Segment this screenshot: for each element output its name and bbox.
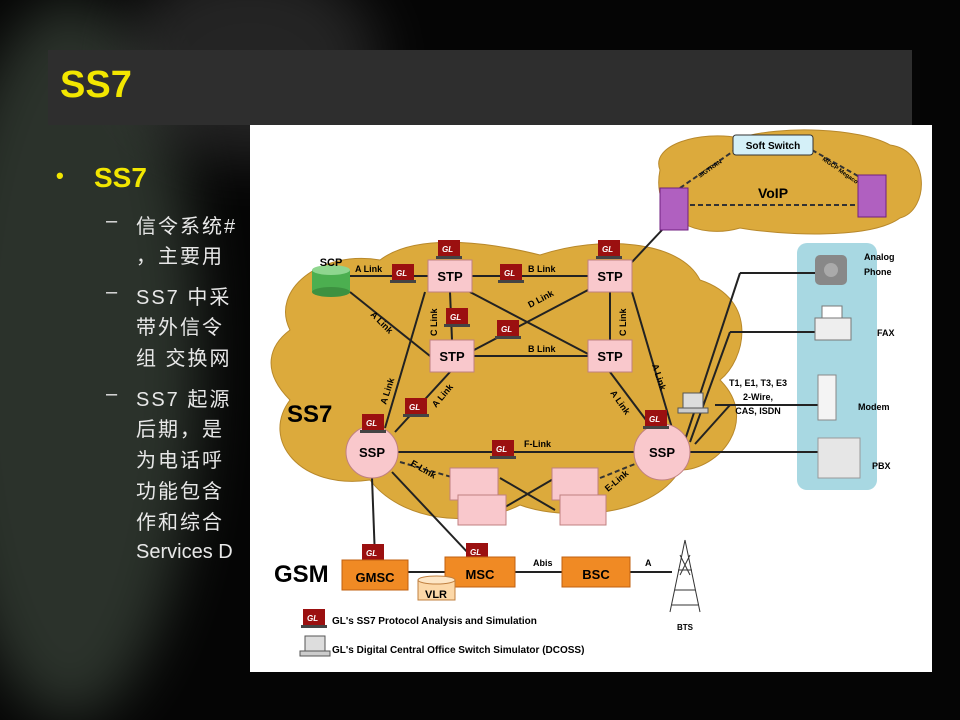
sub-bullet-dash: – — [106, 383, 118, 405]
stp-label: STP — [597, 269, 623, 284]
ssp-label: SSP — [649, 445, 675, 460]
ss7-network-diagram: Soft Switch SIGTRAN MGCP Megaco VoIP SCP… — [250, 125, 932, 672]
endpoints-panel — [797, 243, 877, 490]
sub-bullet-dash: – — [106, 281, 118, 303]
b-link-label: B Link — [528, 344, 556, 354]
bts-label: BTS — [677, 623, 694, 632]
gl-icon: GL — [470, 548, 481, 557]
bullet-dot: • — [56, 163, 64, 188]
body-text-line: 作和综合 — [136, 512, 224, 534]
body-text-line: 信令系统# — [136, 216, 238, 238]
pbx-label: PBX — [872, 461, 891, 471]
modem-label: Modem — [858, 402, 890, 412]
gsm-nodes — [341, 556, 631, 591]
dashed-links — [399, 149, 866, 479]
legend-gl-text: GL's SS7 Protocol Analysis and Simulatio… — [332, 616, 537, 627]
analog-phone-icon — [815, 255, 847, 285]
body-text-line: SS7 中采 — [136, 287, 232, 309]
stp-label: STP — [597, 349, 623, 364]
link-lines — [349, 229, 820, 573]
gl-icon: GL — [409, 403, 420, 412]
interface-label: 2-Wire, — [743, 392, 773, 402]
voip-label: VoIP — [758, 185, 788, 201]
soft-switch-label: Soft Switch — [746, 141, 800, 152]
gl-icon: GL — [649, 415, 660, 424]
ss7-label: SS7 — [287, 401, 332, 428]
vlr-database-icon — [417, 575, 456, 601]
gl-icon: GL — [501, 325, 512, 334]
scp-database-icon — [312, 265, 350, 297]
gl-icon: GL — [496, 445, 507, 454]
gl-icon: GL — [602, 245, 613, 254]
body-text-line: 后期，是 — [136, 419, 224, 441]
analog-phone-label: Phone — [864, 267, 892, 277]
stp-label: STP — [437, 269, 463, 284]
c-link-label: C Link — [429, 308, 439, 336]
body-text-line: Services D — [136, 541, 233, 563]
bts-tower-icon — [669, 539, 701, 613]
analog-phone-label: Analog — [864, 252, 895, 262]
body-text-line: 组 交换网 — [136, 348, 232, 370]
fax-icon — [814, 305, 852, 341]
ssp-label: SSP — [359, 445, 385, 460]
bsc-label: BSC — [582, 567, 610, 582]
slide-title: SS7 — [60, 64, 132, 106]
vlr-label: VLR — [425, 589, 447, 601]
gl-icon: GL — [366, 549, 377, 558]
media-gateway-icon — [857, 174, 887, 218]
bullet-heading: SS7 — [94, 162, 147, 193]
b-link-label: B Link — [528, 264, 556, 274]
msc-label: MSC — [466, 567, 496, 582]
media-gateway-icon — [659, 187, 689, 231]
f-link-label: F-Link — [524, 439, 552, 449]
dcoss-computer-icon — [299, 635, 331, 657]
a-interface-label: A — [645, 558, 652, 568]
gsm-label: GSM — [274, 561, 329, 588]
c-link-label: C Link — [618, 308, 628, 336]
body-text-line: ，主要用 — [136, 246, 224, 268]
a-link-label: A Link — [355, 264, 383, 274]
soft-switch-box — [732, 134, 814, 156]
legend-dcoss-text: GL's Digital Central Office Switch Simul… — [332, 645, 584, 656]
stp-label: STP — [439, 349, 465, 364]
interface-label: CAS, ISDN — [735, 406, 781, 416]
modem-icon — [817, 374, 837, 421]
stp-nodes — [427, 259, 633, 373]
gl-icon: GL — [504, 269, 515, 278]
gl-icon: GL — [366, 419, 377, 428]
body-text-line: 带外信令 — [136, 317, 224, 339]
body-text-line: 为电话呼 — [136, 450, 224, 472]
fax-label: FAX — [877, 328, 895, 338]
sub-bullet-dash: – — [106, 210, 118, 232]
generic-switch-nodes — [449, 467, 607, 526]
gl-icon: GL — [396, 269, 407, 278]
gl-icon: GL — [442, 245, 453, 254]
body-text-line: SS7 起源 — [136, 389, 232, 411]
gmsc-label: GMSC — [356, 570, 396, 585]
gl-icon: GL — [450, 313, 461, 322]
body-text-line: 功能包含 — [136, 481, 224, 503]
interface-label: T1, E1, T3, E3 — [729, 378, 787, 388]
gl-analyzer-icons: GL GL GL GL GL GL GL GL GL GL GL GL GL — [301, 240, 669, 628]
gl-icon: GL — [307, 614, 318, 623]
title-bar — [48, 50, 912, 125]
scp-label: SCP — [320, 257, 343, 269]
abis-label: Abis — [533, 558, 553, 568]
pbx-icon — [817, 437, 861, 479]
dcoss-computer-icon — [677, 392, 709, 414]
